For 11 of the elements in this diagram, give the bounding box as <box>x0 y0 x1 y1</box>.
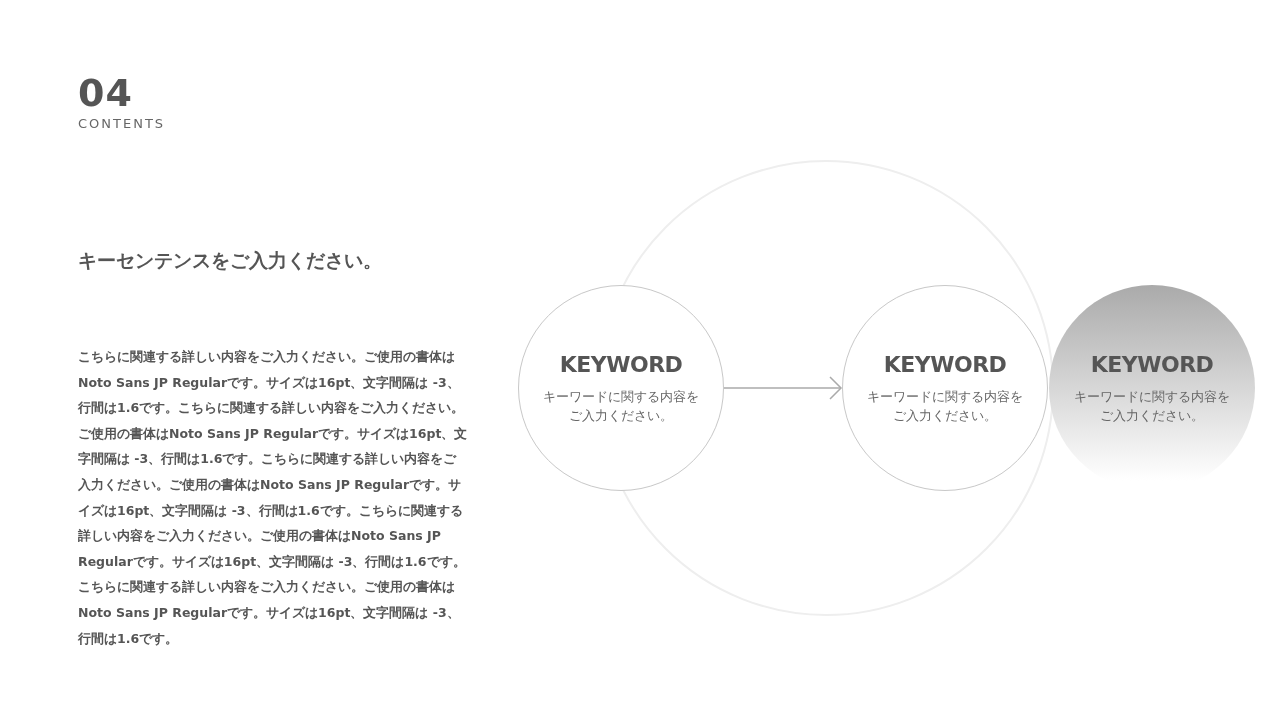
section-label: CONTENTS <box>78 116 166 131</box>
keyword-description: キーワードに関する内容をご入力ください。 <box>1073 387 1231 425</box>
key-sentence: キーセンテンスをご入力ください。 <box>78 248 382 273</box>
keyword-title: KEYWORD <box>559 351 683 377</box>
keyword-title: KEYWORD <box>1090 351 1214 377</box>
keyword-title: KEYWORD <box>883 351 1007 377</box>
body-paragraph: こちらに関連する詳しい内容をご入力ください。ご使用の書体はNoto Sans JP Regularです。サイズは16pt、文字間隔は -3、行間は1.6です。こちらに関連する詳しい内容をご入力ください。ご使用の書体はNoto Sans JP Regularです。サイズは16pt、文字間隔は -3、行間は1.6です。こちらに関連する詳しい内容をご入力ください。ご使用の書体はNoto Sans JP Regularです。サイズは16pt、文字間隔は -3、行間は1.6です。こちらに関連する詳しい内容をご入力ください。ご使用の書体はNoto Sans JP Regularです。サイズは16pt、文字間隔は -3、行間は1.6です。こちらに関連する詳しい内容をご入力ください。ご使用の書体はNoto Sans JP Regularです。サイズは16pt、文字間隔は -3、行間は1.6です。 <box>78 348 468 648</box>
keyword-description: キーワードに関する内容をご入力ください。 <box>866 387 1024 425</box>
section-number: 04 <box>78 74 133 112</box>
arrow <box>723 376 842 400</box>
keyword-description: キーワードに関する内容をご入力ください。 <box>542 387 700 425</box>
